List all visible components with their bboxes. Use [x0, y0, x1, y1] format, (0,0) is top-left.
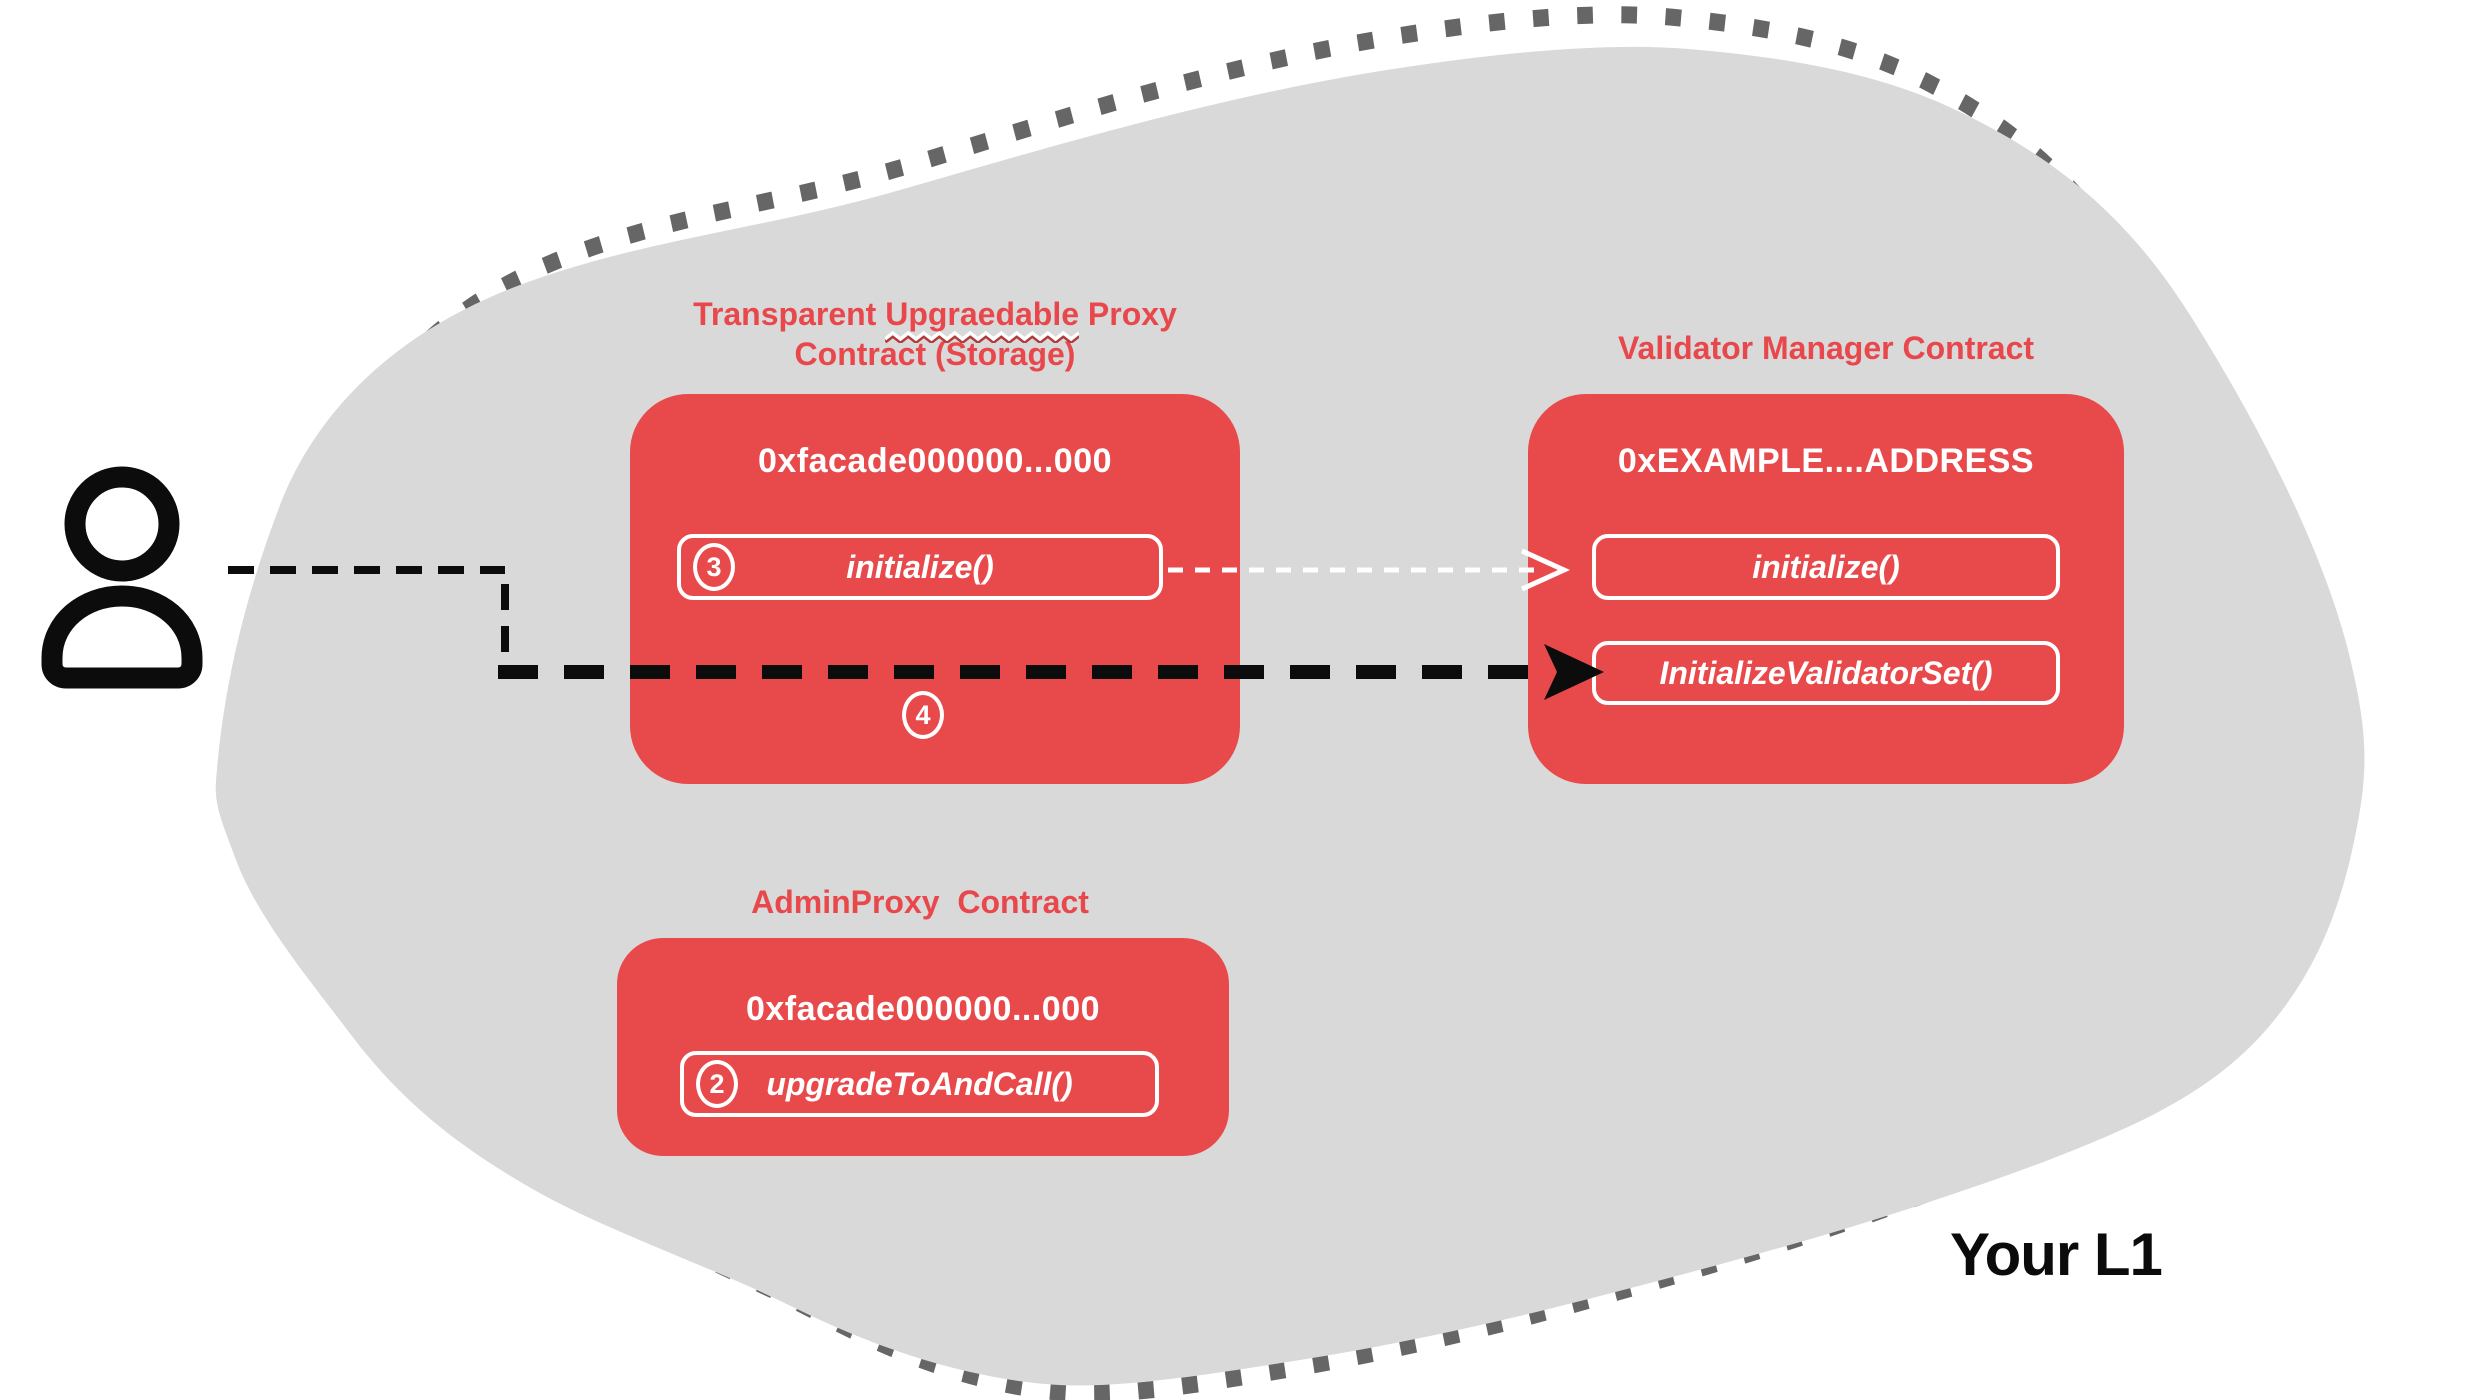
spellcheck-squiggle-icon [885, 330, 1080, 343]
proxy-title-part2: Proxy [1079, 296, 1177, 332]
proxy-initialize-label: initialize() [846, 548, 994, 585]
proxy-contract-address: 0xfacade000000...000 [757, 442, 1113, 480]
proxy-title-line2: Contract (Storage) [794, 336, 1076, 372]
region-label: Your L1 [1950, 1221, 2163, 1288]
admin-upgrade-to-and-call-label: upgradeToAndCall() [766, 1065, 1073, 1102]
validator-initialize-button: initialize() [1592, 534, 2060, 600]
admin-upgrade-to-and-call-button: 2 upgradeToAndCall() [680, 1051, 1159, 1117]
step-4-badge: 4 [902, 691, 944, 739]
validator-initialize-validator-set-label: InitializeValidatorSet() [1659, 654, 1993, 691]
validator-contract-title: Validator Manager Contract [1617, 330, 2035, 366]
proxy-contract-box: 0xfacade000000...000 3 initialize() 4 [630, 394, 1240, 784]
admin-contract-title: AdminProxy Contract [751, 884, 1089, 920]
proxy-title-misspelled-word: Upgraedable [885, 296, 1080, 343]
validator-contract-box: 0xEXAMPLE....ADDRESS initialize() Initia… [1528, 394, 2124, 784]
step-2-badge: 2 [696, 1060, 738, 1108]
admin-contract-address: 0xfacade000000...000 [745, 990, 1101, 1028]
step-3-badge: 3 [693, 543, 735, 591]
validator-contract-address: 0xEXAMPLE....ADDRESS [1617, 442, 2035, 480]
admin-contract-box: 0xfacade000000...000 2 upgradeToAndCall(… [617, 938, 1229, 1156]
proxy-title-part1: Transparent [693, 296, 886, 332]
proxy-initialize-button: 3 initialize() [677, 534, 1163, 600]
validator-initialize-label: initialize() [1752, 548, 1900, 585]
validator-initialize-validator-set-button: InitializeValidatorSet() [1592, 641, 2060, 705]
